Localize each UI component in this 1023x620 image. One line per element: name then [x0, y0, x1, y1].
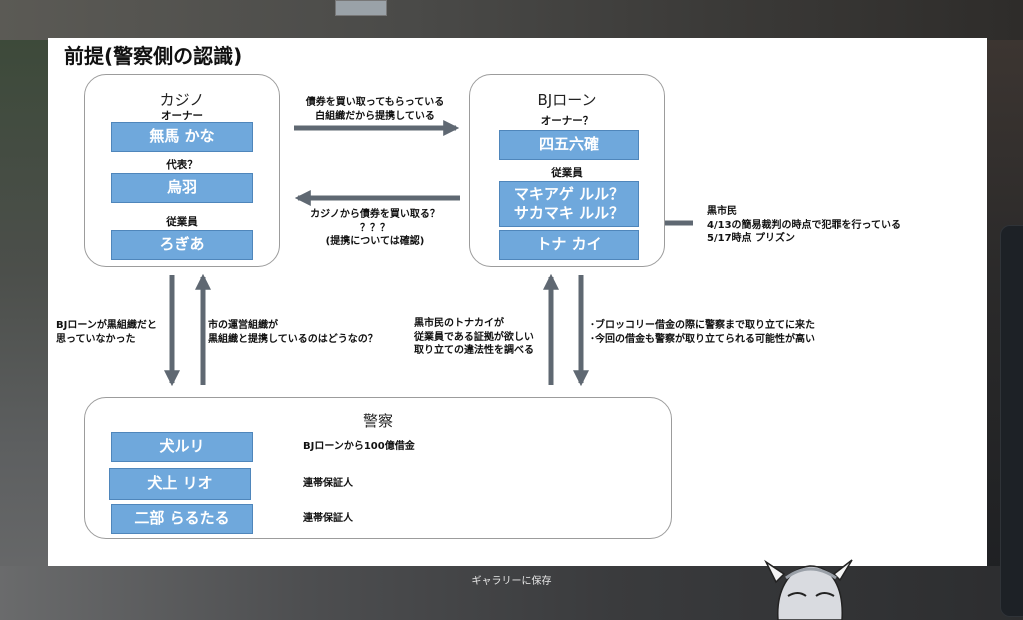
label-police-casino-left-line-2: 思っていなかった: [56, 333, 136, 345]
label-police-casino-left-line-1: BJローンが黒組織だと: [56, 320, 157, 331]
casino-title: カジノ: [159, 91, 205, 109]
label-casino-to-bj: 債券を買い取ってもらっている 白組織だから提携している: [286, 96, 464, 123]
phone-edge: [1000, 225, 1023, 617]
label-bj-to-casino-line-3: (提携については確認): [325, 236, 425, 247]
police-member-inugamirio: 犬上 リオ: [109, 468, 251, 500]
background-sign: [335, 0, 387, 16]
police-member-note-nibu: 連帯保証人: [303, 513, 353, 524]
casino-owner-name: 無馬 かな: [111, 122, 253, 152]
bj-loan-title: BJローン: [537, 91, 597, 109]
label-bj-to-casino-line-1: カジノから債券を買い取る？: [310, 209, 440, 220]
label-police-bj-left-line-2: 従業員である証拠が欲しい: [414, 331, 534, 343]
label-police-bj-right-line-1: ･ブロッコリー借金の際に警察まで取り立てに来た: [590, 320, 815, 331]
bj-staff-tonakai: トナ カイ: [499, 230, 639, 260]
bj-staff-role: 従業員: [551, 167, 583, 179]
background-left: [0, 40, 48, 620]
police-member-inururi: 犬ルリ: [111, 432, 253, 462]
label-kuroshimin: 黒市民 4/13の簡易裁判の時点で犯罪を行っている 5/17時点 プリズン: [707, 205, 901, 246]
bj-staff-name-2: サカマキ ルル？: [513, 204, 625, 222]
label-police-casino-right-line-2: 黒組織と提携しているのはどうなの？: [208, 333, 378, 345]
label-kuroshimin-line-3: 5/17時点 プリズン: [707, 233, 796, 244]
casino-owner-role: オーナー: [161, 110, 203, 122]
casino-group: カジノ オーナー 無馬 かな 代表？ 烏羽 従業員 ろぎあ: [84, 74, 280, 267]
label-police-bj-left-line-1: 黒市民のトナカイが: [414, 318, 504, 329]
bj-staff-name-1: マキアゲ ルル？: [513, 184, 625, 203]
label-bj-to-casino: カジノから債券を買い取る？ ？？？ (提携については確認): [286, 208, 464, 249]
casino-rep-name: 烏羽: [111, 173, 253, 203]
casino-staff-name: ろぎあ: [111, 230, 253, 260]
casino-staff-role: 従業員: [166, 216, 198, 228]
background-sky: [0, 0, 1023, 40]
police-title: 警察: [362, 412, 393, 430]
label-bj-to-casino-line-2: ？？？: [360, 222, 390, 234]
label-police-bj-right-line-2: ･今回の借金も警察が取り立てられる可能性が高い: [590, 333, 815, 345]
bj-loan-group: BJローン オーナー？ 四五六確 従業員 マキアゲ ルル？ サカマキ ルル？ ト…: [469, 74, 665, 267]
slide-title: 前提(警察側の認識): [64, 44, 243, 68]
casino-rep-role: 代表？: [166, 159, 198, 171]
label-casino-to-bj-line-2: 白組織だから提携している: [315, 110, 435, 122]
label-police-casino-right-line-1: 市の運営組織が: [208, 320, 278, 331]
character-avatar: [764, 559, 853, 620]
bj-owner-name: 四五六確: [499, 130, 639, 160]
label-police-casino-left: BJローンが黒組織だと 思っていなかった: [56, 319, 157, 346]
label-police-casino-right: 市の運営組織が 黒組織と提携しているのはどうなの？: [208, 319, 378, 346]
police-member-nibu: 二部 らるたる: [111, 504, 253, 534]
label-police-bj-left: 黒市民のトナカイが 従業員である証拠が欲しい 取り立ての違法性を調べる: [414, 317, 534, 358]
bj-owner-role: オーナー？: [540, 115, 594, 127]
background-bottom: [0, 566, 1023, 620]
label-kuroshimin-line-1: 黒市民: [707, 206, 737, 217]
label-kuroshimin-line-2: 4/13の簡易裁判の時点で犯罪を行っている: [707, 219, 902, 231]
label-police-bj-left-line-3: 取り立ての違法性を調べる: [414, 345, 534, 356]
police-member-note-inugamirio: 連帯保証人: [303, 478, 353, 489]
label-police-bj-right: ･ブロッコリー借金の際に警察まで取り立てに来た ･今回の借金も警察が取り立てられ…: [590, 319, 815, 346]
label-casino-to-bj-line-1: 債券を買い取ってもらっている: [305, 97, 445, 108]
police-member-note-inururi: BJローンから100億借金: [303, 441, 415, 452]
save-to-gallery-button[interactable]: ギャラリーに保存: [471, 576, 552, 587]
bj-staff-names: マキアゲ ルル？ サカマキ ルル？: [499, 181, 639, 227]
diagram-slide: 前提(警察側の認識) カジノ オーナー 無馬 かな 代表？ 烏羽 従業員: [48, 38, 987, 566]
